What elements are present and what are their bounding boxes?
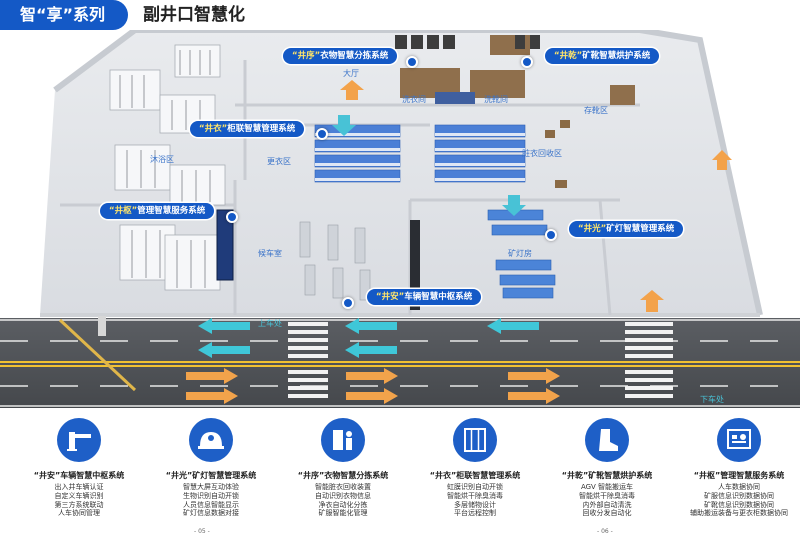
- tag-lamp[interactable]: “井光”矿灯智慧管理系统: [569, 221, 684, 237]
- pin-service: [226, 211, 238, 223]
- room-label-return: 脏衣回收区: [522, 149, 562, 158]
- pin-vehicle: [342, 297, 354, 309]
- room-label-waiting: 候车室: [258, 249, 282, 258]
- pin-lamp: [545, 229, 557, 241]
- dashboard-screen-icon: [717, 418, 761, 462]
- tag-clothing-sort[interactable]: “井序”衣物智慧分拣系统: [283, 48, 398, 64]
- feature-lamp: “井光”矿灯智慧管理系统 智慧大屏互动体验生物识别自动开锁人员信息智能显示矿灯信…: [145, 410, 277, 532]
- room-label-shower: 沐浴区: [150, 155, 174, 164]
- feature-vehicle: “井安”车辆智慧中枢系统 出入井车辆认证自定义车辆识别第三方系统联动人车协同管理: [13, 410, 145, 532]
- room-label-hall: 大厅: [343, 69, 359, 78]
- feature-clothing: “井序”衣物智慧分拣系统 智能脏衣回收装置自动识别衣物信息净衣自动化分拣矿服智能…: [277, 410, 409, 532]
- gate-barrier-icon: [57, 418, 101, 462]
- tag-service[interactable]: “井枢”管理智慧服务系统: [100, 203, 215, 219]
- facility-illustration: [0, 30, 800, 408]
- room-label-boot-zone: 存靴区: [584, 106, 608, 115]
- series-badge: 智“享”系列: [0, 0, 128, 30]
- pin-locker: [316, 128, 328, 140]
- locker-cabinet-icon: [453, 418, 497, 462]
- feature-row: “井安”车辆智慧中枢系统 出入井车辆认证自定义车辆识别第三方系统联动人车协同管理…: [0, 410, 800, 535]
- boot-icon: [585, 418, 629, 462]
- room-label-shoe-wash: 洗靴间: [484, 95, 508, 104]
- page-header: 智“享”系列 副井口智慧化: [0, 0, 800, 30]
- helmet-lamp-icon: [189, 418, 233, 462]
- isometric-facility-scene: 大厅 洗衣间 洗靴间 存靴区 沐浴区 更衣区 脏衣回收区 候车室 矿灯房 上车处…: [0, 30, 800, 410]
- room-label-changing: 更衣区: [267, 157, 291, 166]
- feature-locker: “井衣”柜联智慧管理系统 虹膜识别自动开锁智能烘干除臭消毒多层储物设计平台远程控…: [409, 410, 541, 532]
- tag-vehicle[interactable]: “井安”车辆智慧中枢系统: [367, 289, 482, 305]
- page-title: 副井口智慧化: [143, 5, 245, 25]
- pin-clothing-sort: [406, 56, 418, 68]
- kiosk-person-icon: [321, 418, 365, 462]
- room-label-lamp-room: 矿灯房: [508, 249, 532, 258]
- road-label-alighting: 下车处: [700, 395, 724, 404]
- tag-locker[interactable]: “井衣”柜联智慧管理系统: [190, 121, 305, 137]
- road-label-boarding: 上车处: [258, 319, 282, 328]
- outer-wall: [53, 30, 763, 316]
- feature-service: “井枢”管理智慧服务系统 人车数据协同矿服信息识别数据协同矿靴信息识别数据协同辅…: [673, 410, 800, 532]
- feature-boot: “井乾”矿靴智慧烘护系统 AGV 智能搬运车智能烘干除臭消毒内外部自动清洗回收分…: [541, 410, 673, 532]
- room-label-laundry: 洗衣间: [402, 95, 426, 104]
- pin-boot-dry: [521, 56, 533, 68]
- tag-boot-dry[interactable]: “井乾”矿靴智慧烘护系统: [545, 48, 660, 64]
